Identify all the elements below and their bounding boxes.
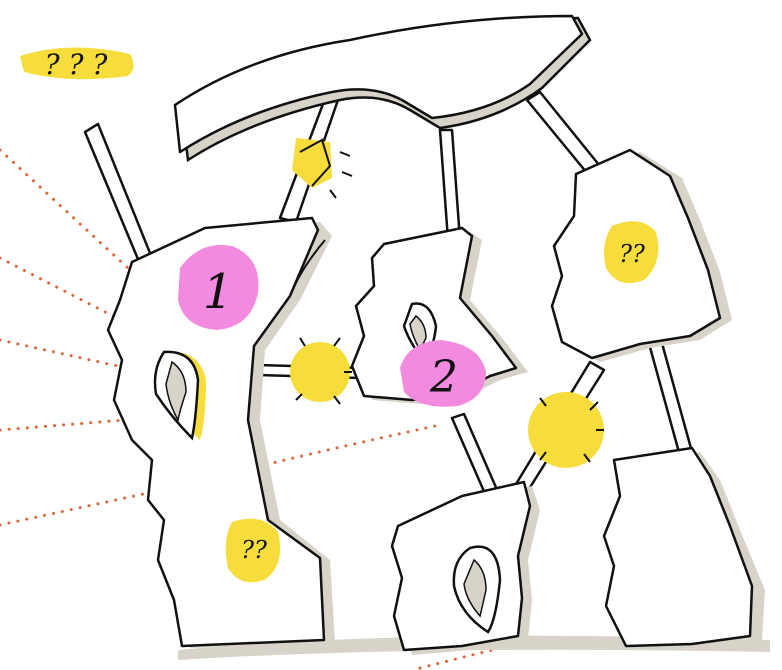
- joint-right: [528, 392, 604, 468]
- rod-mid-vertical: [440, 130, 460, 240]
- corner-note-text: ? ? ?: [45, 48, 109, 81]
- joint-center: [290, 338, 352, 404]
- marker-1-label: 1: [203, 264, 234, 320]
- bottom-middle-piece: [392, 482, 540, 655]
- marker-2-label: 2: [429, 352, 458, 403]
- canopy-slab: [175, 16, 590, 160]
- unknown-label-bottom-left: ??: [241, 536, 267, 564]
- rod-center-lower: [452, 414, 498, 496]
- unknown-blob-bottom-left: ??: [226, 519, 280, 583]
- rod-left-top: [85, 124, 152, 264]
- unknown-label-top-right: ??: [619, 240, 645, 268]
- bottom-right-piece: [604, 448, 765, 650]
- corner-note: ? ? ?: [20, 47, 134, 81]
- rod-far-right: [648, 336, 692, 456]
